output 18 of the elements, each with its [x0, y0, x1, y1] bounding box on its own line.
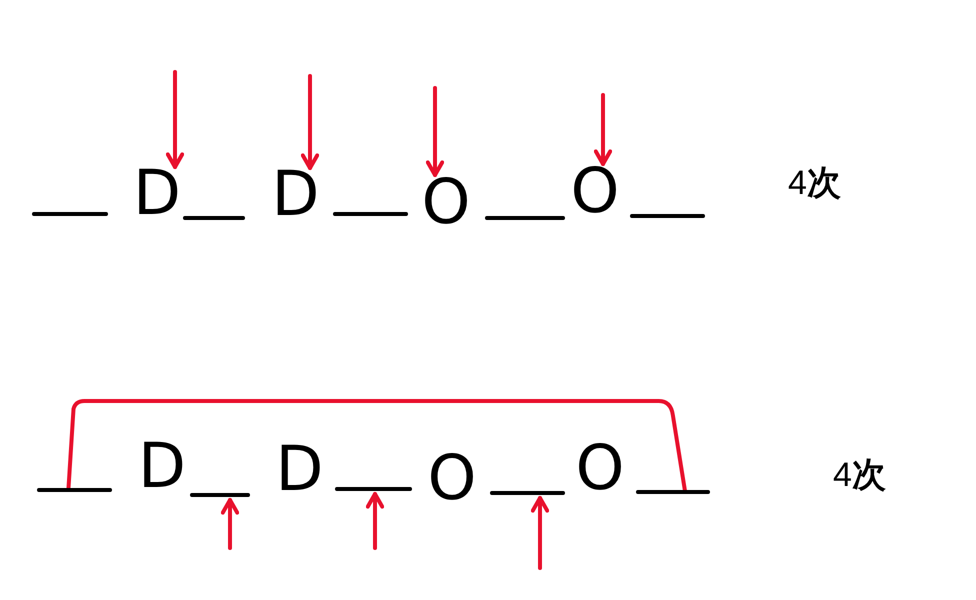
letter: O — [426, 454, 478, 502]
letter: D — [268, 171, 323, 217]
count-label: 4次 — [788, 166, 841, 200]
arrow — [594, 93, 612, 166]
arrow — [166, 70, 184, 169]
arrow — [220, 498, 240, 550]
letter: D — [272, 446, 327, 492]
arrow — [530, 496, 550, 570]
letter: O — [570, 444, 630, 492]
arrow — [426, 86, 444, 177]
arrow — [300, 74, 320, 170]
arrow — [366, 492, 384, 550]
letter: D — [137, 443, 187, 489]
letter: D — [132, 170, 182, 216]
connector-line — [66, 399, 687, 492]
count-label: 4次 — [833, 458, 886, 492]
letter: O — [420, 178, 472, 226]
letter: O — [566, 167, 624, 215]
